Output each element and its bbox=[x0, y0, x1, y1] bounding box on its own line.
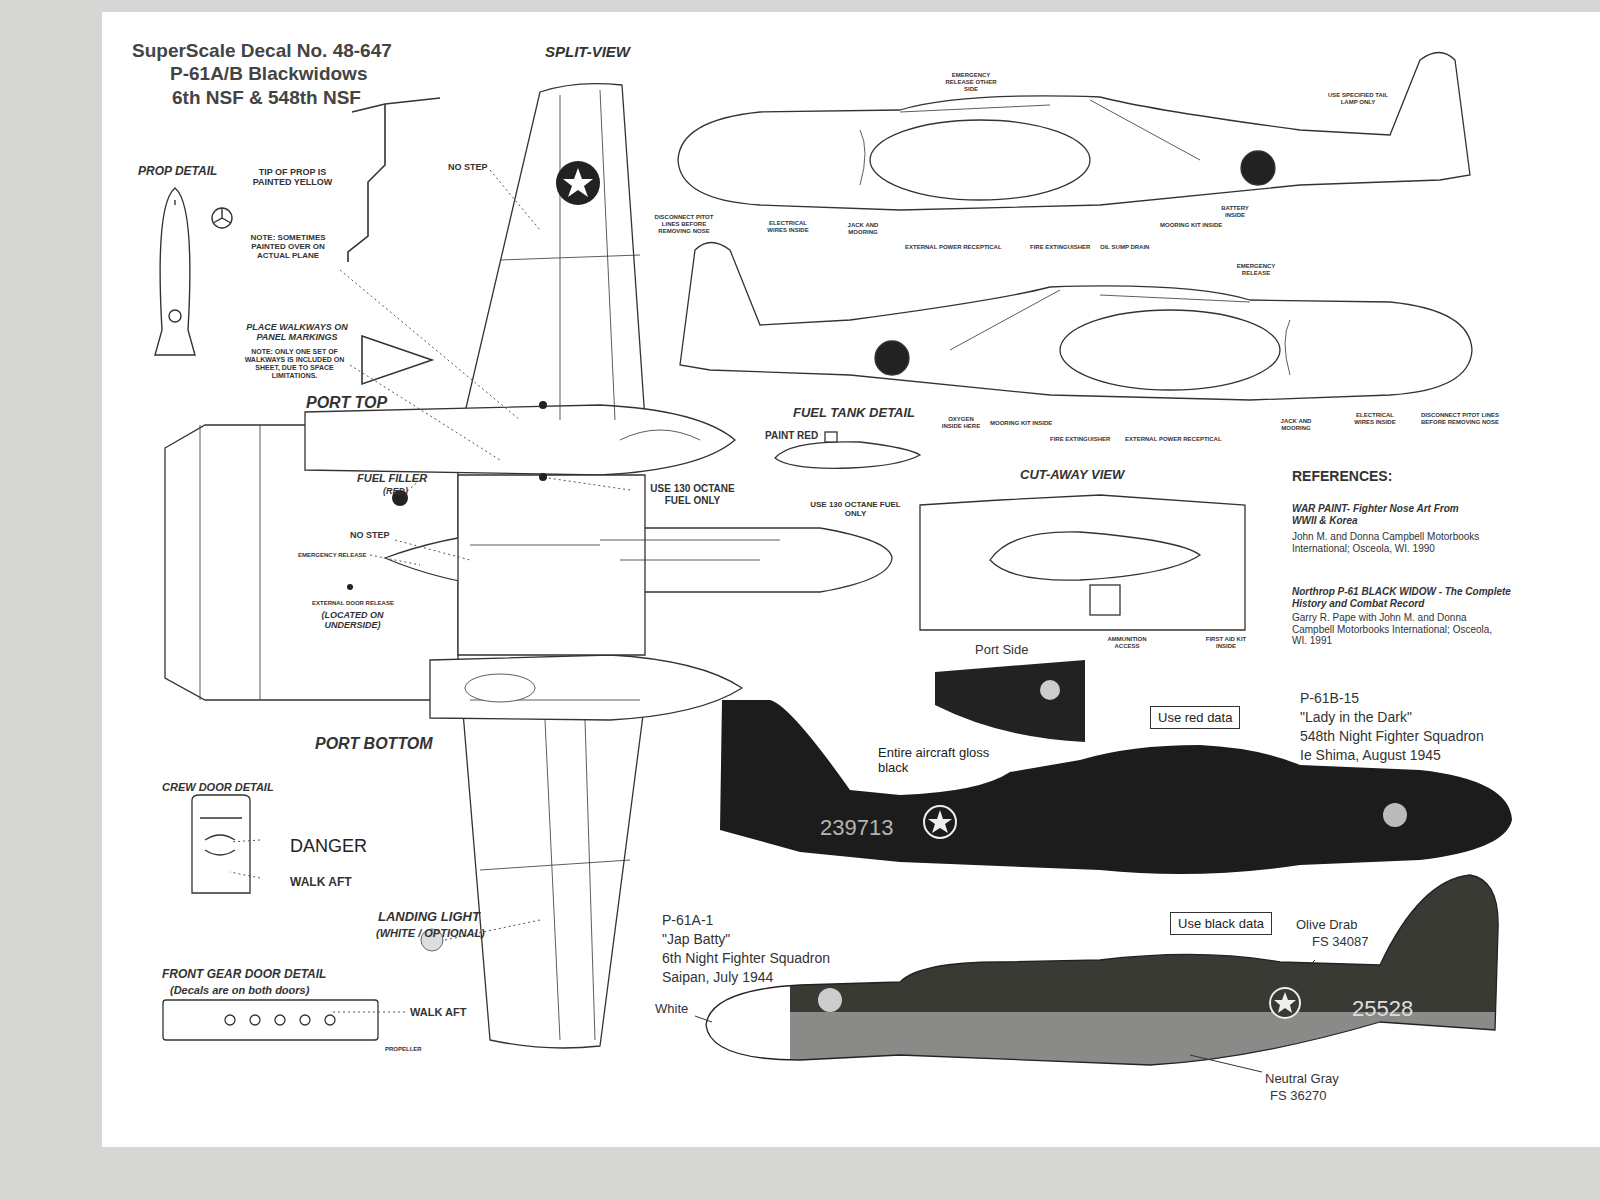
callout-label: PLACE WALKWAYS ON PANEL MARKINGS bbox=[238, 322, 356, 343]
callout-label: FIRE EXTINGUISHER bbox=[1050, 436, 1110, 443]
callout-label: EXTERNAL POWER RECEPTICAL bbox=[1125, 436, 1222, 443]
callout-label: (RED) bbox=[383, 486, 408, 496]
port-side-nose bbox=[935, 660, 1085, 742]
callout-label: NOTE: SOMETIMES PAINTED OVER ON ACTUAL P… bbox=[238, 233, 338, 261]
callout-label: BATTERY INSIDE bbox=[1215, 205, 1255, 219]
callout-label: "Jap Batty" bbox=[662, 931, 730, 947]
callout-label: P-61A-1 bbox=[662, 912, 713, 928]
callout-label: NO STEP bbox=[350, 530, 390, 540]
callout-label: USE 130 OCTANE FUEL ONLY bbox=[808, 500, 903, 518]
callout-label: Garry R. Pape with John M. and Donna Cam… bbox=[1292, 612, 1502, 647]
callout-label: PAINT RED bbox=[765, 430, 818, 442]
callout-label: JACK AND MOORING bbox=[1278, 418, 1314, 432]
callout-label: REFERENCES: bbox=[1292, 468, 1392, 484]
callout-label: WALK AFT bbox=[290, 876, 352, 890]
callout-label: PROP DETAIL bbox=[138, 165, 217, 179]
callout-label: (WHITE / OPTIONAL) bbox=[376, 927, 485, 940]
callout-label: (LOCATED ON UNDERSIDE) bbox=[310, 610, 395, 631]
callout-label: Port Side bbox=[975, 643, 1028, 658]
callout-label: AMMUNITION ACCESS bbox=[1098, 636, 1156, 650]
callout-label: USE SPECIFIED TAIL LAMP ONLY bbox=[1322, 92, 1394, 106]
callout-label: PORT TOP bbox=[306, 394, 387, 412]
callout-label: WAR PAINT- Fighter Nose Art From WWII & … bbox=[1292, 503, 1472, 526]
callout-label: P-61A/B Blackwidows bbox=[170, 63, 367, 85]
callout-label: White bbox=[655, 1002, 688, 1017]
callout-label: FIRST AID KIT INSIDE bbox=[1205, 636, 1247, 650]
callout-label: P-61B-15 bbox=[1300, 690, 1359, 706]
cut-away bbox=[920, 495, 1245, 630]
crew-door bbox=[163, 795, 378, 1040]
callout-label: 239713 bbox=[820, 815, 893, 840]
side-view-starboard bbox=[680, 243, 1472, 401]
callout-label: EMERGENCY RELEASE bbox=[1230, 263, 1282, 277]
callout-label: 6th Night Fighter Squadron bbox=[662, 950, 830, 966]
callout-label: Neutral Gray bbox=[1265, 1072, 1339, 1087]
callout-label: FIRE EXTINGUISHER bbox=[1030, 244, 1090, 251]
callout-label: FUEL TANK DETAIL bbox=[793, 406, 915, 421]
callout-label: FS 34087 bbox=[1312, 935, 1368, 950]
side-view-port bbox=[678, 53, 1470, 211]
callout-label: CUT-AWAY VIEW bbox=[1020, 468, 1124, 483]
callout-label: EMERGENCY RELEASE bbox=[298, 552, 367, 559]
callout-label: Entire aircraft gloss black bbox=[878, 746, 990, 776]
callout-label: USE 130 OCTANE FUEL ONLY bbox=[640, 483, 745, 506]
plan-view bbox=[165, 84, 892, 1048]
callout-label: "Lady in the Dark" bbox=[1300, 709, 1412, 725]
callout-label: DISCONNECT PITOT LINES BEFORE REMOVING N… bbox=[648, 214, 720, 235]
callout-label: ELECTRICAL WIRES INSIDE bbox=[1352, 412, 1398, 426]
callout-label: Olive Drab bbox=[1296, 918, 1357, 933]
callout-label: 548th Night Fighter Squadron bbox=[1300, 728, 1484, 744]
callout-label: PORT BOTTOM bbox=[315, 735, 433, 753]
callout-label: WALK AFT bbox=[410, 1006, 466, 1019]
callout-label: FS 36270 bbox=[1270, 1089, 1326, 1104]
callout-label: JACK AND MOORING bbox=[846, 222, 880, 236]
callout-label: EXTERNAL POWER RECEPTICAL bbox=[905, 244, 1002, 251]
roundel bbox=[347, 161, 600, 951]
callout-label: EXTERNAL DOOR RELEASE bbox=[312, 600, 394, 607]
prop-detail bbox=[155, 188, 232, 355]
callout-label: ELECTRICAL WIRES INSIDE bbox=[762, 220, 814, 234]
callout-label: NOTE: ONLY ONE SET OF WALKWAYS IS INCLUD… bbox=[232, 348, 357, 380]
box-text: Use red data bbox=[1158, 710, 1232, 725]
callout-label: Ie Shima, August 1945 bbox=[1300, 747, 1441, 763]
callout-label: FUEL FILLER bbox=[357, 472, 427, 485]
walkway-outline bbox=[348, 98, 440, 384]
callout-label: MOORING KIT INSIDE bbox=[1160, 222, 1222, 229]
callout-label: EMERGENCY RELEASE OTHER SIDE bbox=[940, 72, 1002, 93]
callout-label: John M. and Donna Campbell Motorbooks In… bbox=[1292, 531, 1482, 554]
callout-label: (Decals are on both doors) bbox=[170, 984, 309, 997]
callout-label: Saipan, July 1944 bbox=[662, 969, 773, 985]
callout-label: SPLIT-VIEW bbox=[545, 43, 630, 60]
pointer-lines bbox=[695, 960, 1315, 1072]
callout-label: DISCONNECT PITOT LINES BEFORE REMOVING N… bbox=[1420, 412, 1500, 426]
jap-batty-profile bbox=[700, 860, 1510, 1080]
callout-label: PROPELLER bbox=[385, 1046, 422, 1053]
callout-label: DANGER bbox=[290, 836, 367, 857]
leader-lines bbox=[230, 170, 630, 1012]
callout-label: Northrop P-61 BLACK WIDOW - The Complete… bbox=[1292, 586, 1517, 609]
callout-label: CREW DOOR DETAIL bbox=[162, 781, 274, 794]
callout-label: 6th NSF & 548th NSF bbox=[172, 87, 361, 109]
callout-label: OIL SUMP DRAIN bbox=[1100, 244, 1149, 251]
sheet-title: SuperScale Decal No. 48-647 bbox=[132, 40, 392, 62]
box-text: Use black data bbox=[1178, 916, 1264, 931]
callout-label: NO STEP bbox=[448, 162, 488, 172]
lady-in-the-dark-profile bbox=[720, 700, 1512, 874]
data-note-box: Use red data bbox=[1150, 706, 1240, 729]
callout-label: OXYGEN INSIDE HERE bbox=[940, 416, 982, 430]
callout-label: MOORING KIT INSIDE bbox=[990, 420, 1052, 427]
paper-sheet bbox=[102, 12, 1600, 1147]
data-note-box: Use black data bbox=[1170, 912, 1272, 935]
callout-label: LANDING LIGHT bbox=[378, 910, 480, 925]
callout-label: TIP OF PROP IS PAINTED YELLOW bbox=[240, 167, 345, 188]
callout-label: 25528 bbox=[1352, 996, 1413, 1021]
callout-label: FRONT GEAR DOOR DETAIL bbox=[162, 968, 326, 982]
